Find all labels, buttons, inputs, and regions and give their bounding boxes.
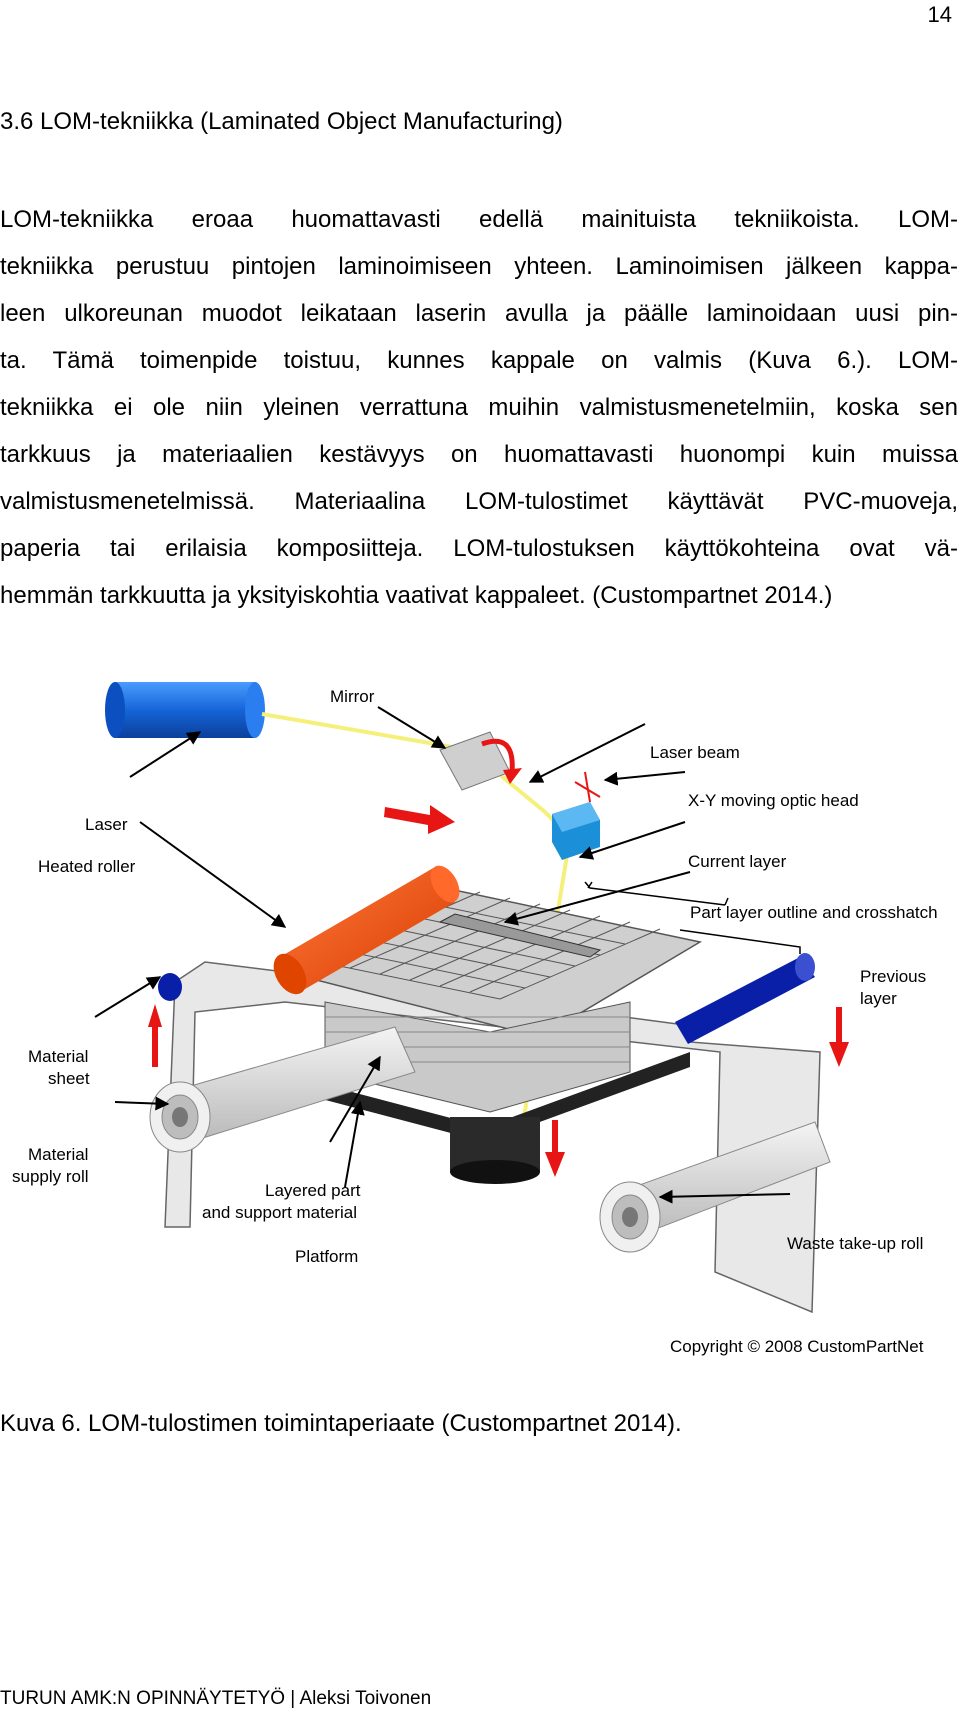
label-material-sheet: Material <box>28 1047 88 1066</box>
up-arrow <box>148 1004 162 1067</box>
paragraph-line: leen ulkoreunan muodot leikataan laserin… <box>0 300 958 327</box>
paragraph-line: ta. Tämä toimenpide toistuu, kunnes kapp… <box>0 347 958 374</box>
label-heated-roller: Heated roller <box>38 857 136 876</box>
paragraph-line: tarkkuus ja materiaalien kestävyys on hu… <box>0 441 958 468</box>
xy-optic-head <box>552 771 601 860</box>
figure-caption: Kuva 6. LOM-tulostimen toimintaperiaate … <box>0 1410 682 1437</box>
label-layered-part: Layered part <box>265 1181 361 1200</box>
layered-part <box>324 1001 631 1113</box>
label-mirror: Mirror <box>330 687 375 706</box>
waste-roll <box>599 1121 831 1253</box>
previous-layer-bracket <box>584 881 801 954</box>
label-xy-head: X-Y moving optic head <box>688 791 859 810</box>
page-footer: TURUN AMK:N OPINNÄYTETYÖ | Aleksi Toivon… <box>0 1688 432 1709</box>
down-arrow-platform <box>545 1120 565 1177</box>
heated-roller <box>273 865 460 995</box>
label-layered-part: and support material <box>202 1203 357 1222</box>
paragraph-line: LOM-tekniikka eroaa huomattavasti edellä… <box>0 206 958 233</box>
platform <box>295 1052 690 1184</box>
body-paragraph: LOM-tekniikka eroaa huomattavasti edellä… <box>0 206 958 629</box>
label-laser-beam: Laser beam <box>650 743 740 762</box>
lom-process-figure: Mirror Laser beam X-Y moving optic head … <box>12 682 938 1356</box>
section-heading: 3.6 LOM-tekniikka (Laminated Object Manu… <box>0 108 563 135</box>
label-platform: Platform <box>295 1247 358 1266</box>
page-number: 14 <box>927 2 952 27</box>
label-previous-layer: layer <box>860 989 897 1008</box>
label-laser: Laser <box>85 815 128 834</box>
label-previous-layer: Previous <box>860 967 926 986</box>
laser-unit <box>105 682 265 738</box>
down-arrow-right <box>829 1007 849 1067</box>
paragraph-line: tekniikka perustuu pintojen laminoimisee… <box>0 253 958 280</box>
paragraph-line: paperia tai erilaisia komposiitteja. LOM… <box>0 535 958 562</box>
blue-roller-right <box>675 957 815 1044</box>
label-current-layer: Current layer <box>688 852 787 871</box>
paragraph-line: valmistusmenetelmissä. Materiaalina LOM-… <box>0 488 958 515</box>
feed-arrow <box>384 805 455 834</box>
label-supply-roll: Material <box>28 1145 88 1164</box>
paragraph-line: hemmän tarkkuutta ja yksityiskohtia vaat… <box>0 582 833 609</box>
label-material-sheet: sheet <box>48 1069 90 1088</box>
label-supply-roll: supply roll <box>12 1167 89 1186</box>
leader-lines <box>94 706 791 1204</box>
label-part-outline: Part layer outline and crosshatch <box>690 903 938 922</box>
copyright: Copyright © 2008 CustomPartNet <box>670 1337 924 1356</box>
label-waste-roll: Waste take-up roll <box>787 1234 923 1253</box>
rotation-arrow <box>481 738 515 773</box>
paragraph-line: tekniikka ei ole niin yleinen verrattuna… <box>0 394 958 421</box>
